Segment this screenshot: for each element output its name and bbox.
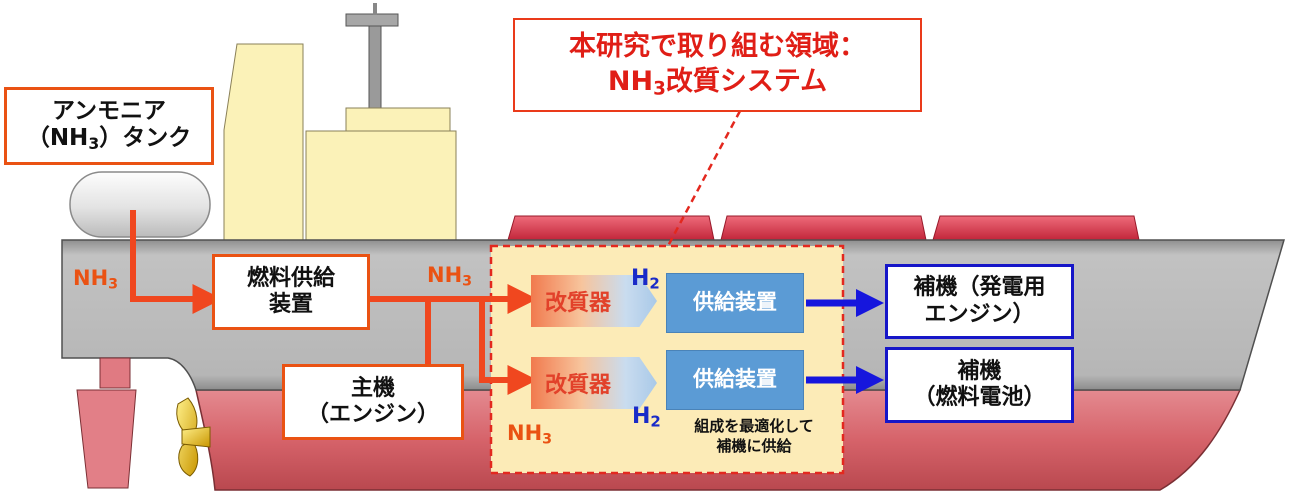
fuel-supply-line-1: 燃料供給 [246, 265, 335, 291]
tank-close: ）タンク [99, 125, 192, 152]
main-engine-line-1: 主機 [350, 375, 395, 401]
supply-unit-upper: 供給装置 [666, 273, 804, 333]
h2-label-lower-sub: 2 [650, 412, 661, 431]
h2-label-upper-sub: 2 [649, 274, 660, 293]
fuel-supply-line-2: 装置 [268, 292, 313, 317]
fuel-supply-unit: 燃料供給 装置 [212, 254, 370, 330]
note-line-1: 組成を最適化して [694, 417, 814, 435]
deck-container-2 [720, 215, 927, 241]
aux-fuel-cell-line-2: （燃料電池） [913, 385, 1046, 410]
bridge-deck [305, 130, 457, 242]
supply-unit-lower: 供給装置 [666, 350, 804, 410]
title-system: 改質システム [665, 65, 828, 97]
aux-fuel-cell-line-1: 補機 [957, 358, 1002, 384]
main-engine-line-2: （エンジン） [306, 402, 439, 427]
h2-label-upper-base: H [631, 266, 650, 291]
reformer-lower: 改質器 [531, 357, 657, 409]
tank-subscript: 3 [88, 134, 100, 154]
h2-label-lower-base: H [632, 404, 651, 429]
aux-generator-engine: 補機（発電用 エンジン） [885, 264, 1074, 339]
nh3-label-lower-sub: 3 [542, 431, 553, 448]
reformer-upper-label: 改質器 [545, 291, 612, 316]
nh3-label-outlet-base: NH [427, 263, 463, 287]
nh3-label-lower-base: NH [507, 421, 543, 445]
supply-lower-label: 供給装置 [693, 367, 777, 392]
rudder-stock [99, 357, 131, 389]
nh3-label-outlet: NH3 [427, 263, 472, 290]
rudder [76, 389, 137, 489]
nh3-label-lower: NH3 [507, 421, 552, 448]
note-line-2: 補機に供給 [716, 437, 792, 456]
tank-open: （NH [26, 125, 89, 152]
bridge-upper [345, 107, 451, 134]
nh3-label-tank-base: NH [73, 266, 109, 290]
mast-top [345, 13, 399, 27]
h2-label-lower: H2 [632, 404, 661, 431]
reformer-upper: 改質器 [531, 275, 657, 327]
reformer-lower-label: 改質器 [545, 373, 612, 398]
title-line-2: NH3改質システム [608, 64, 827, 101]
funnel [223, 43, 304, 241]
aux-generator-line-1: 補機（発電用 [913, 275, 1046, 301]
mast-tip [373, 3, 377, 15]
tank-label-line-1: アンモニア [51, 97, 167, 124]
main-engine: 主機 （エンジン） [282, 364, 464, 440]
propeller-hub [181, 426, 211, 448]
ammonia-tank [69, 171, 211, 238]
supply-upper-label: 供給装置 [693, 290, 777, 315]
deck-container-3 [932, 215, 1140, 241]
aux-generator-line-2: エンジン） [924, 301, 1035, 327]
ammonia-tank-label: アンモニア （NH3）タンク [4, 87, 214, 165]
tank-label-line-2: （NH3）タンク [27, 125, 191, 154]
aux-fuel-cell: 補機 （燃料電池） [885, 347, 1074, 423]
callout-line [666, 110, 742, 247]
reformer-feed-lower [479, 299, 538, 395]
composition-note: 組成を最適化して 補機に供給 [668, 416, 840, 457]
title-line-1: 本研究で取り組む領域： [569, 30, 866, 62]
research-area-title: 本研究で取り組む領域： NH3改質システム [513, 18, 922, 112]
h2-label-upper: H2 [631, 266, 660, 293]
nh3-label-tank: NH3 [73, 266, 118, 293]
mast [368, 21, 382, 113]
tank-feed-line [130, 210, 223, 314]
title-subscript: 3 [653, 78, 666, 100]
nh3-label-tank-sub: 3 [108, 276, 119, 293]
title-nh: NH [607, 65, 654, 97]
nh3-label-outlet-sub: 3 [462, 273, 473, 290]
